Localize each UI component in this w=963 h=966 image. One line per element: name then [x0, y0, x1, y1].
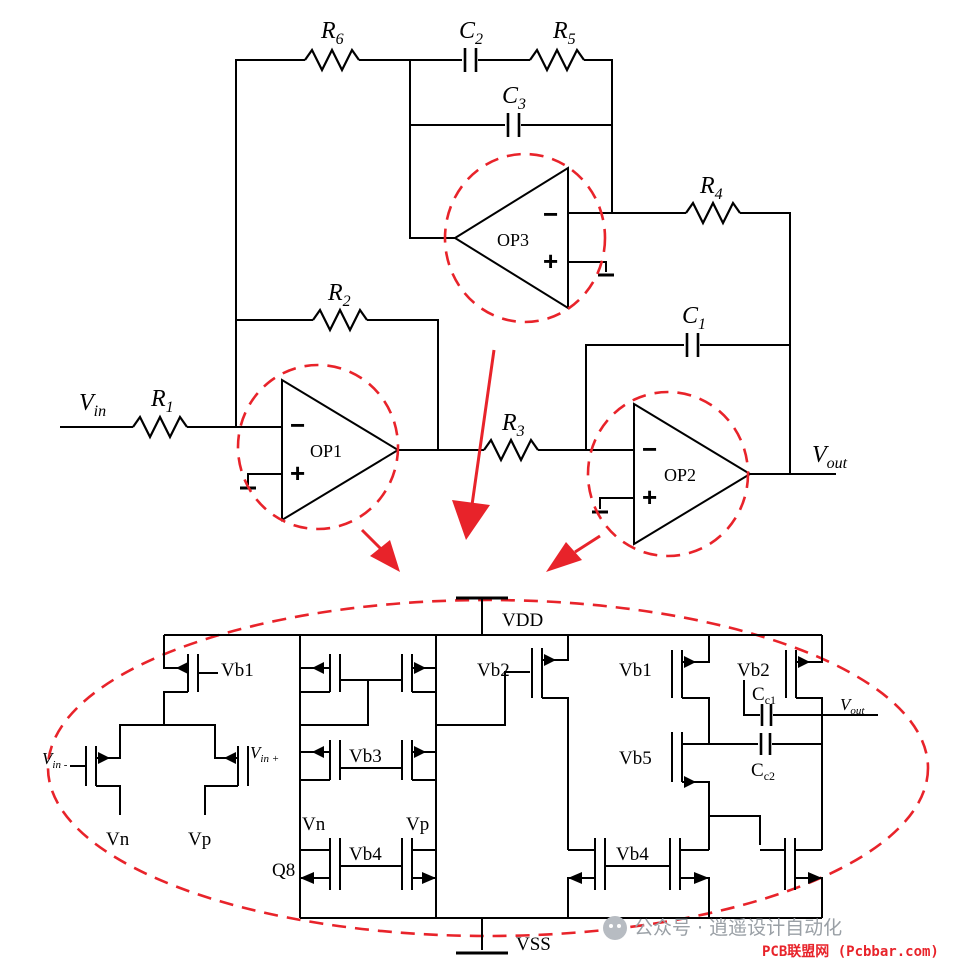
- vb3-label: Vb3: [349, 746, 382, 767]
- vb1-left-label: Vb1: [221, 660, 254, 681]
- vdd-label: VDD: [502, 610, 543, 631]
- pmos-vb1-right: [671, 635, 710, 744]
- arrow-op3-to-bottom: [452, 349, 496, 540]
- highlight-op3: [443, 152, 607, 324]
- r1-label: R1: [150, 386, 174, 416]
- vout-bottom-label: Vout: [840, 695, 865, 717]
- op2-plus: +: [642, 482, 657, 512]
- resistor-r5: [529, 47, 585, 73]
- pmos-vb5: [671, 732, 710, 850]
- pmos-vb2-mid: [531, 635, 569, 850]
- c2-label: C2: [459, 18, 483, 48]
- resistor-r1: [132, 414, 188, 440]
- resistor-r4: [685, 200, 741, 226]
- arrow-op2-to-bottom: [546, 534, 601, 572]
- q8-label: Q8: [272, 860, 295, 881]
- vb4-right-label: Vb4: [616, 844, 649, 865]
- capacitor-cc2: [759, 733, 772, 755]
- watermark-text: 公众号 · 逍遥设计自动化: [634, 917, 842, 939]
- highlight-op2: [586, 390, 750, 558]
- cc2-label: Cc2: [751, 760, 775, 783]
- resistor-r3: [483, 437, 539, 463]
- nmos-output: [760, 838, 823, 918]
- bottom-circuit: VDD VSS Vb1 Vin - Vin + Vn Vp Vb3 Vn Vp …: [42, 596, 878, 955]
- r3-label: R3: [501, 410, 525, 440]
- pmos-vb2-right: [785, 635, 823, 850]
- r2-label: R2: [327, 280, 351, 310]
- opamp-op2: [633, 402, 752, 546]
- vn-mid-label: Vn: [302, 814, 326, 835]
- pmos-mirror-right: [401, 654, 436, 693]
- vn-left-label: Vn: [106, 829, 130, 850]
- c3-label: C3: [502, 83, 526, 113]
- arrow-op1-to-bottom: [360, 528, 400, 572]
- opamp-op1: [281, 378, 400, 522]
- vb2-right-label: Vb2: [737, 660, 770, 681]
- nmos-vb4-mid: [300, 838, 436, 890]
- vin-plus-label: Vin +: [250, 743, 279, 765]
- vout-label: Vout: [812, 442, 848, 472]
- wechat-icon: [603, 916, 627, 940]
- vp-mid-label: Vp: [406, 814, 429, 835]
- highlight-op1: [236, 363, 400, 531]
- vb5-label: Vb5: [619, 748, 652, 769]
- watermark: 公众号 · 逍遥设计自动化 PCB联盟网 (Pcbbar.com): [603, 916, 939, 960]
- vb4-mid-label: Vb4: [349, 844, 382, 865]
- pmos-mirror-left: [300, 654, 341, 693]
- watermark-site: PCB联盟网 (Pcbbar.com): [762, 944, 939, 960]
- op2-minus: −: [642, 434, 657, 464]
- top-circuit: OP3 − + OP1 − +: [60, 18, 848, 546]
- vss-label: VSS: [516, 934, 551, 955]
- resistor-r2: [312, 307, 368, 333]
- nmos-vb4-right: [567, 838, 710, 918]
- capacitor-cc1: [760, 704, 773, 726]
- r6-label: R6: [320, 18, 344, 48]
- capacitor-c1: [685, 333, 700, 357]
- vb2-mid-label: Vb2: [477, 660, 510, 681]
- pmos-input-minus: [70, 728, 121, 815]
- op1-label: OP1: [310, 441, 342, 461]
- pmos-tail-left: [163, 635, 218, 725]
- r4-label: R4: [699, 173, 723, 203]
- capacitor-c2: [463, 48, 478, 72]
- pmos-cascode-vb3: [300, 740, 436, 781]
- op1-plus: +: [290, 458, 305, 488]
- op3-label: OP3: [497, 230, 529, 250]
- capacitor-c3: [506, 113, 521, 137]
- c1-label: C1: [682, 303, 706, 333]
- vp-left-label: Vp: [188, 829, 211, 850]
- vin-minus-label: Vin -: [42, 749, 68, 771]
- resistor-r6: [304, 47, 360, 73]
- op2-label: OP2: [664, 465, 696, 485]
- op3-minus: −: [543, 199, 558, 229]
- op3-plus: +: [543, 246, 558, 276]
- cc1-label: Cc1: [752, 684, 776, 707]
- opamp-op3: [453, 166, 569, 310]
- pmos-input-plus: [204, 728, 249, 815]
- r5-label: R5: [552, 18, 576, 48]
- highlight-transistor-level: [46, 598, 930, 938]
- vb1-right-label: Vb1: [619, 660, 652, 681]
- op1-minus: −: [290, 410, 305, 440]
- vin-label: Vin: [79, 390, 106, 420]
